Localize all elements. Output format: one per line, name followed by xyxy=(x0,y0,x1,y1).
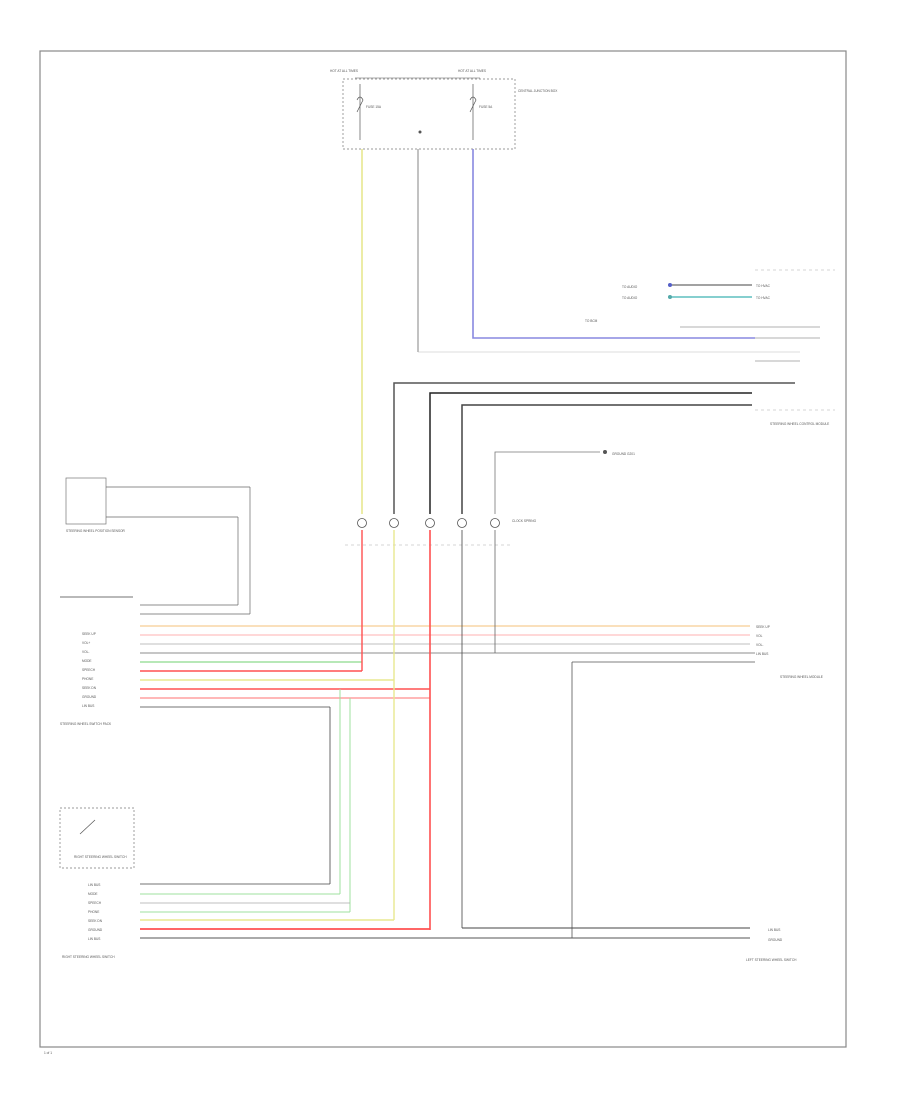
svg-text:VOL+: VOL+ xyxy=(82,641,90,645)
svg-text:TO AUDIO: TO AUDIO xyxy=(622,296,638,300)
svg-text:LIN BUS: LIN BUS xyxy=(88,883,100,887)
svg-text:TO HVAC: TO HVAC xyxy=(756,284,771,288)
svg-text:VOL: VOL xyxy=(756,634,763,638)
left-switch-pack: SEEK UP VOL+ VOL- MODE SPEECH PHONE SEEK… xyxy=(60,596,133,726)
right-switch: RIGHT STEERING WHEEL SWITCH LIN BUS MODE… xyxy=(59,807,750,959)
svg-text:LIN BUS: LIN BUS xyxy=(82,704,94,708)
svg-text:SEEK UP: SEEK UP xyxy=(82,632,96,636)
svg-text:FUSE 15A: FUSE 15A xyxy=(366,105,382,109)
wire-bundle-module: STEERING WHEEL CONTROL MODULE xyxy=(393,382,835,514)
svg-text:SPEECH: SPEECH xyxy=(88,901,102,905)
svg-text:TO AUDIO: TO AUDIO xyxy=(622,285,638,289)
svg-text:VOL-: VOL- xyxy=(756,643,763,647)
right-module: SEEK UP VOL VOL- LIN BUS STEERING WHEEL … xyxy=(756,625,823,679)
svg-text:STEERING WHEEL POSITION SENSOR: STEERING WHEEL POSITION SENSOR xyxy=(66,529,126,533)
svg-text:SPEECH: SPEECH xyxy=(82,668,96,672)
clockspring-down-wires xyxy=(329,530,755,938)
svg-text:GROUND: GROUND xyxy=(82,695,97,699)
svg-text:PHONE: PHONE xyxy=(88,910,99,914)
bottom-right-label: LEFT STEERING WHEEL SWITCH xyxy=(746,958,797,962)
svg-text:LIN BUS: LIN BUS xyxy=(768,928,780,932)
svg-text:FUSE 5A: FUSE 5A xyxy=(479,105,493,109)
svg-text:CLOCK SPRING: CLOCK SPRING xyxy=(512,519,537,523)
page-ref: 1 of 1 xyxy=(44,1051,52,1055)
clock-spring: CLOCK SPRING xyxy=(345,518,537,546)
svg-text:MODE: MODE xyxy=(88,892,98,896)
svg-text:LIN BUS: LIN BUS xyxy=(88,937,100,941)
ground-branch: GROUND G201 xyxy=(494,450,635,514)
svg-text:HOT AT ALL TIMES: HOT AT ALL TIMES xyxy=(458,69,486,73)
svg-text:PHONE: PHONE xyxy=(82,677,93,681)
svg-text:TO HVAC: TO HVAC xyxy=(756,296,771,300)
svg-text:HOT AT ALL TIMES: HOT AT ALL TIMES xyxy=(330,69,358,73)
svg-text:VOL-: VOL- xyxy=(82,650,89,654)
svg-text:RIGHT STEERING WHEEL SWITCH: RIGHT STEERING WHEEL SWITCH xyxy=(74,855,127,859)
module-wires xyxy=(140,604,755,708)
fuse-block: HOT AT ALL TIMES HOT AT ALL TIMES FUSE 1… xyxy=(330,69,558,150)
bottom-left-label: RIGHT STEERING WHEEL SWITCH xyxy=(62,955,115,959)
upper-right-connectors: TO AUDIO TO AUDIO TO HVAC TO HVAC TO BCM xyxy=(585,269,835,362)
svg-text:GROUND: GROUND xyxy=(768,938,783,942)
fuse-right: FUSE 5A xyxy=(469,84,493,140)
svg-text:TO BCM: TO BCM xyxy=(585,319,598,323)
svg-text:GROUND G201: GROUND G201 xyxy=(612,452,635,456)
svg-text:SEEK DN: SEEK DN xyxy=(88,919,103,923)
fuse-left: FUSE 15A xyxy=(356,84,382,140)
position-sensor: STEERING WHEEL POSITION SENSOR xyxy=(65,477,251,614)
right-module-title: STEERING WHEEL MODULE xyxy=(780,675,823,679)
svg-text:SEEK UP: SEEK UP xyxy=(756,625,770,629)
module-title: STEERING WHEEL CONTROL MODULE xyxy=(770,422,829,426)
svg-text:GROUND: GROUND xyxy=(88,928,103,932)
wire-blue-feed xyxy=(472,149,755,339)
left-module-title: STEERING WHEEL SWITCH PACK xyxy=(60,722,112,726)
svg-text:SEEK DN: SEEK DN xyxy=(82,686,97,690)
diagram-frame xyxy=(39,50,847,1048)
svg-text:MODE: MODE xyxy=(82,659,92,663)
left-switch-bottom: LIN BUS GROUND LEFT STEERING WHEEL SWITC… xyxy=(462,927,797,962)
fuse-block-title: CENTRAL JUNCTION BOX xyxy=(518,89,558,93)
svg-text:LIN BUS: LIN BUS xyxy=(756,652,768,656)
